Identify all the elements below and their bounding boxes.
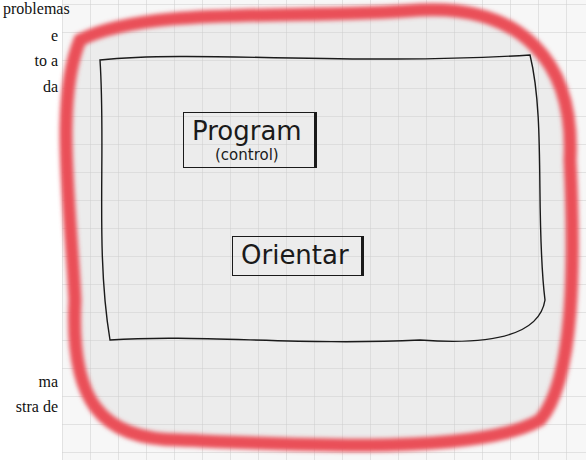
process-box: Orientar <box>232 236 364 276</box>
box-title: Program <box>192 117 302 147</box>
page-text-fragment: da <box>43 79 58 95</box>
red-outline <box>66 10 572 446</box>
page-text-fragment: e <box>51 28 58 44</box>
page-text-fragment: problemas <box>3 1 70 17</box>
process-box: Program(control) <box>183 112 317 168</box>
grid-paper <box>62 0 586 460</box>
page-text-fragment: ma <box>38 374 58 390</box>
inner-outline <box>100 55 545 342</box>
page-text-fragment: stra de <box>16 399 58 415</box>
box-title: Orientar <box>241 241 349 271</box>
box-subtitle: (control) <box>192 147 302 164</box>
page-text-fragment: to a <box>34 53 58 69</box>
paper <box>62 0 586 460</box>
